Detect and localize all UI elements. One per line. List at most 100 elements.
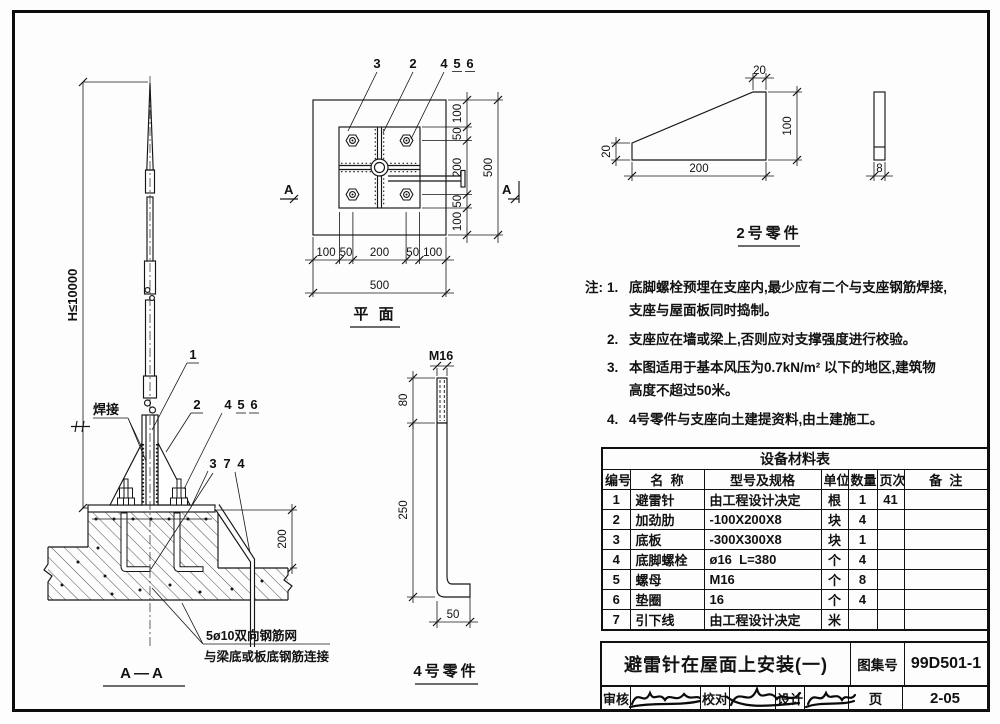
note-item-2: 2. 支座应在墙或梁上,否则应对支撑强度进行校验。 [607,328,987,351]
part4-detail-drawing: M16 80 250 50 4号零件 [398,349,478,685]
cell-no: 2 [601,509,631,530]
col-header: 备 注 [903,469,989,490]
plan-view-drawing: 3 2 4 5 6 100 50 200 50 100 500 100 50 2… [280,56,520,328]
callout-2: 2 [193,397,200,412]
part4-dim-shaft: 250 [398,500,410,519]
notes-label: 注: [585,280,603,295]
height-dim-label: H≤10000 [65,269,80,322]
page-no-value: 2-05 [929,689,961,707]
callout-5: 5 [237,397,244,412]
cell-spec: -300X300X8 [703,529,822,550]
table-row: 1 避雷针 由工程设计决定 根 1 41 [601,489,989,510]
plan-dim: 50 [452,195,464,208]
cell-unit: 米 [820,609,849,631]
note-text: 本图适用于基本风压为0.7kN/m² 以下的地区,建筑物 [629,360,936,375]
part2-dim-left: 20 [601,145,613,158]
plan-dim: 100 [452,212,464,231]
part4-title: 4号零件 [413,662,478,680]
callout-4: 4 [224,397,232,412]
table-row: 6 垫圈 16 个 4 [601,589,989,610]
part2-dim-bottom: 200 [689,163,708,175]
cell-qty: 1 [847,529,878,550]
cell-name: 底脚螺栓 [629,549,705,570]
cell-name: 底板 [629,529,705,550]
plan-dim: 50 [406,247,419,259]
table-title: 设备材料表 [601,447,989,470]
cell-name: 垫圈 [629,589,705,610]
cell-unit: 个 [820,569,849,590]
plan-dim-total: 500 [370,280,389,292]
col-header: 编号 [601,469,631,490]
cell-unit: 个 [820,589,849,610]
table-row: 2 加劲肋 -100X200X8 块 4 [601,509,989,530]
table-row: 5 螺母 M16 个 8 [601,569,989,590]
plan-dim: 100 [316,247,335,259]
part2-detail-drawing: 20 100 20 200 8 2号零件 [601,65,893,247]
cell-qty: 4 [847,549,878,570]
plan-dim: 100 [423,247,442,259]
designer-signature [804,690,857,709]
cell-unit: 块 [820,529,849,550]
cell-spec: 由工程设计决定 [703,489,822,510]
cell-remark [903,609,989,631]
cell-name: 螺母 [629,569,705,590]
cell-no: 7 [601,609,631,631]
cell-qty: 1 [847,489,878,510]
cell-name: 避雷针 [629,489,705,510]
rebar-note-line1: 5ø10双向钢筋网 [206,628,297,643]
cell-page [876,569,905,590]
cell-remark [903,589,989,610]
callout-1: 1 [189,347,196,362]
cell-qty: 8 [847,569,878,590]
signatures-overlay [628,685,857,709]
callout-3: 3 [209,456,216,471]
note-text: 4号零件与支座向土建提资料,由土建施工。 [629,412,884,427]
cell-unit: 根 [820,489,849,510]
atlas-no-value: 99D501-1 [910,655,982,672]
note-text: 支座与屋面板同时捣制。 [629,303,778,318]
cell-no: 4 [601,549,631,570]
atlas-no-label: 图集号 [851,643,905,685]
plan-dim-total: 500 [483,158,495,177]
note-text: 高度不超过50米。 [629,383,739,398]
reviewer-label: 审核 [602,687,631,709]
materials-table: 设备材料表 编号 名 称 型号及规格 单位 数量 页次 备 注 1 避雷针 由工… [601,447,990,631]
part2-dim-thickness: 8 [876,163,882,175]
callout-7: 7 [223,456,230,471]
table-row: 7 引下线 由工程设计决定 米 [601,609,989,631]
note-text: 支座应在墙或梁上,否则应对支撑强度进行校验。 [629,332,917,347]
plan-dim: 100 [452,104,464,123]
page-label: 页 [849,687,903,709]
plan-dim: 50 [340,247,353,259]
pedestal-height-dim: 200 [277,529,289,548]
drawing-border-frame [12,10,990,712]
plan-callout-3: 3 [373,56,380,71]
section-mark-a-right: A [502,182,512,197]
note-item-4: 4. 4号零件与支座向土建提资料,由土建施工。 [607,408,987,431]
cell-remark [903,569,989,590]
part4-thread-label: M16 [429,349,453,363]
note-text: 底脚螺栓预埋在支座内,最少应有二个与支座钢筋焊接, [629,280,948,295]
cell-page [876,509,905,530]
cell-qty [847,609,878,631]
cell-page [876,529,905,550]
plan-callout-2: 2 [409,56,416,71]
cell-spec: 由工程设计决定 [703,609,822,631]
cell-name: 加劲肋 [629,509,705,530]
elevation-section-drawing: H≤10000 [43,76,330,687]
cell-page: 41 [876,489,905,510]
plan-dim: 200 [452,158,464,177]
cell-remark [903,529,989,550]
cell-page [876,609,905,631]
cell-spec: ø16 L=380 [703,549,822,570]
section-mark-a-left: A [284,182,294,197]
callout-4b: 4 [237,456,245,471]
col-header: 页次 [876,469,905,490]
note-item-3: 3. 本图适用于基本风压为0.7kN/m² 以下的地区,建筑物 高度不超过50米… [607,356,987,402]
plan-callout-6: 6 [466,56,473,71]
checker-signature [725,685,802,707]
part2-title: 2号零件 [736,224,801,242]
sheet-title: 避雷针在屋面上安装(一) [602,643,851,685]
cell-no: 5 [601,569,631,590]
